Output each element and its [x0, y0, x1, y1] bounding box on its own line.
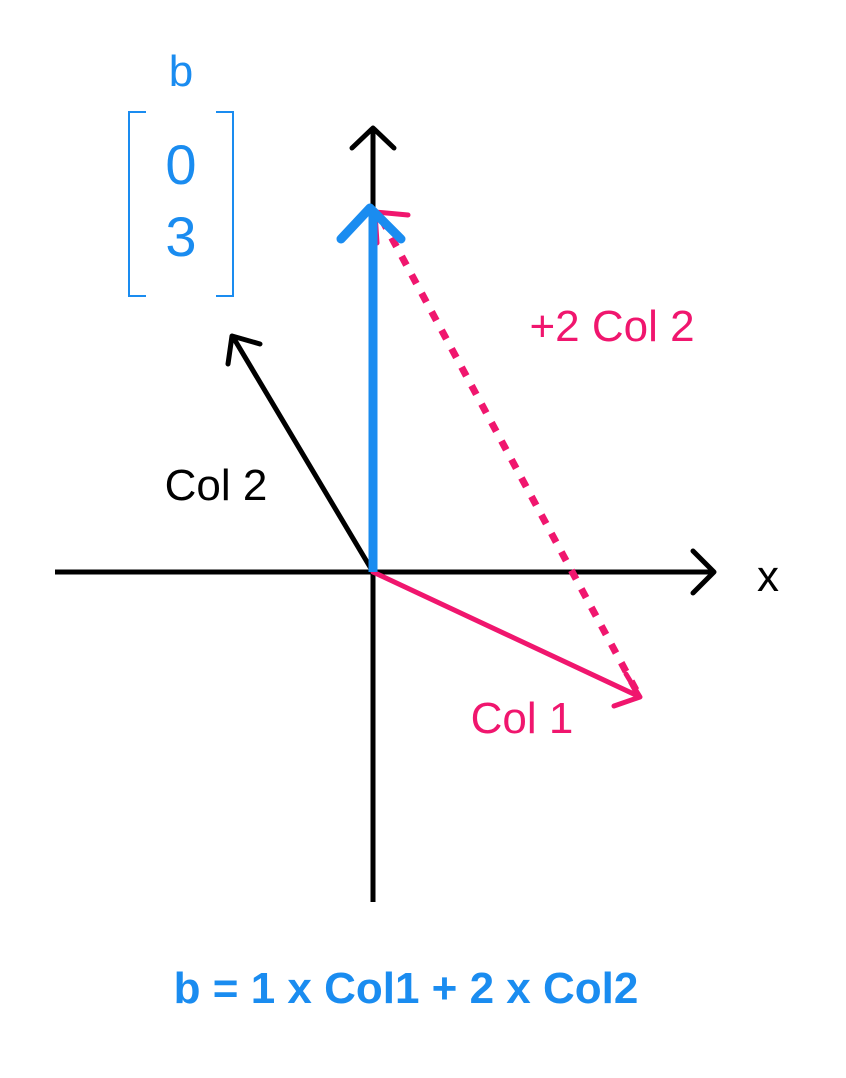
- y-axis-arrowhead: [349, 125, 397, 151]
- equation: b = 1 x Col1 + 2 x Col2: [174, 964, 639, 1013]
- matrix-entry-bottom: 3: [165, 205, 196, 268]
- x-axis-arrowhead: [690, 548, 717, 596]
- matrix-right-bracket: [216, 111, 234, 297]
- scaled-col2-label: +2 Col 2: [529, 302, 694, 351]
- x-axis-label: x: [757, 552, 779, 601]
- col2-vector: [230, 334, 376, 575]
- matrix-entry-top: 0: [165, 133, 196, 196]
- vector-b-name: b: [169, 47, 193, 96]
- col2-label: Col 2: [165, 461, 268, 510]
- b-vector-arrowhead: [336, 203, 406, 244]
- scaled-col2-vector: [377, 216, 640, 692]
- col1-label: Col 1: [471, 694, 574, 743]
- col2-arrowhead: [225, 333, 263, 367]
- matrix-left-bracket: [128, 111, 146, 297]
- col1-vector: [370, 569, 641, 699]
